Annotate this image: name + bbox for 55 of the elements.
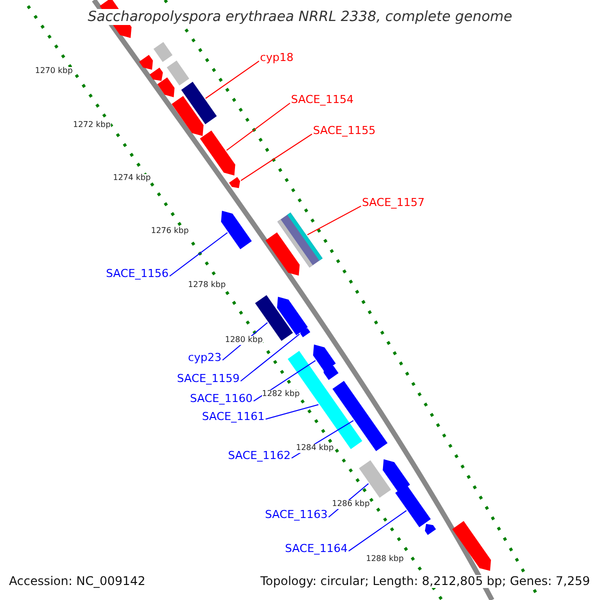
gene-feature bbox=[200, 130, 236, 176]
gene-feature bbox=[358, 460, 392, 498]
leader-line bbox=[306, 206, 362, 236]
gene-name: SACE_1164 bbox=[285, 543, 348, 556]
gene-feature bbox=[166, 60, 190, 86]
scale-label: 1276 kbp bbox=[151, 227, 189, 236]
gene-name: SACE_1163 bbox=[265, 509, 328, 522]
leader-line bbox=[205, 60, 260, 99]
leader-line bbox=[240, 334, 300, 382]
gene-feature bbox=[452, 521, 491, 571]
gene-name: SACE_1155 bbox=[313, 125, 376, 138]
scale-label: 1284 kbp bbox=[296, 444, 334, 453]
gene-feature bbox=[277, 296, 308, 336]
scale-label: 1270 kbp bbox=[35, 67, 73, 76]
leader-line bbox=[240, 134, 312, 182]
gene-name: SACE_1156 bbox=[106, 268, 169, 280]
title: Saccharopolyspora erythraea NRRL 2338, complete genome bbox=[88, 9, 512, 25]
gene-feature bbox=[172, 96, 204, 136]
scale-label: 1286 kbp bbox=[332, 500, 370, 509]
gene-feature bbox=[150, 68, 163, 81]
gene-feature bbox=[277, 212, 323, 268]
gene-name: SACE_1162 bbox=[228, 450, 291, 462]
gene-feature bbox=[229, 177, 240, 188]
gene-feature bbox=[424, 524, 436, 535]
gene-name: SACE_1159 bbox=[177, 373, 240, 386]
gene-name: SACE_1157 bbox=[362, 197, 425, 210]
gene-feature bbox=[266, 232, 300, 276]
scale-label: 1280 kbp bbox=[225, 336, 263, 345]
gene-feature bbox=[324, 363, 338, 380]
footer-text: Accession: NC_009142 bbox=[9, 575, 146, 588]
gene-feature bbox=[157, 77, 175, 98]
leader-line bbox=[226, 102, 290, 151]
gene-feature bbox=[395, 484, 431, 528]
scale-label: 1272 kbp bbox=[73, 121, 111, 130]
scale-label: 1274 kbp bbox=[113, 174, 151, 183]
gene-feature bbox=[181, 82, 217, 124]
scale-label: 1278 kbp bbox=[188, 281, 226, 290]
scale-label: 1288 kbp bbox=[366, 555, 404, 564]
gene-name: cyp23 bbox=[188, 352, 222, 364]
gene-name: SACE_1161 bbox=[202, 411, 265, 424]
leader-line bbox=[348, 510, 407, 552]
gene-feature bbox=[221, 210, 252, 250]
gene-feature bbox=[154, 42, 172, 62]
gene-feature bbox=[300, 327, 310, 338]
gene-name: cyp18 bbox=[260, 52, 294, 64]
gene-name: SACE_1160 bbox=[190, 393, 253, 406]
scale-label: 1282 kbp bbox=[262, 390, 300, 399]
footer-text: Topology: circular; Length: 8,212,805 bp; Genes: 7,259 bbox=[260, 575, 590, 588]
leader-line bbox=[265, 404, 319, 420]
leader-line bbox=[253, 360, 316, 402]
gene-name: SACE_1154 bbox=[291, 94, 354, 106]
gene-feature bbox=[139, 54, 153, 70]
gene-feature bbox=[332, 380, 388, 452]
leader-line bbox=[169, 232, 228, 277]
gene-feature bbox=[382, 459, 410, 493]
